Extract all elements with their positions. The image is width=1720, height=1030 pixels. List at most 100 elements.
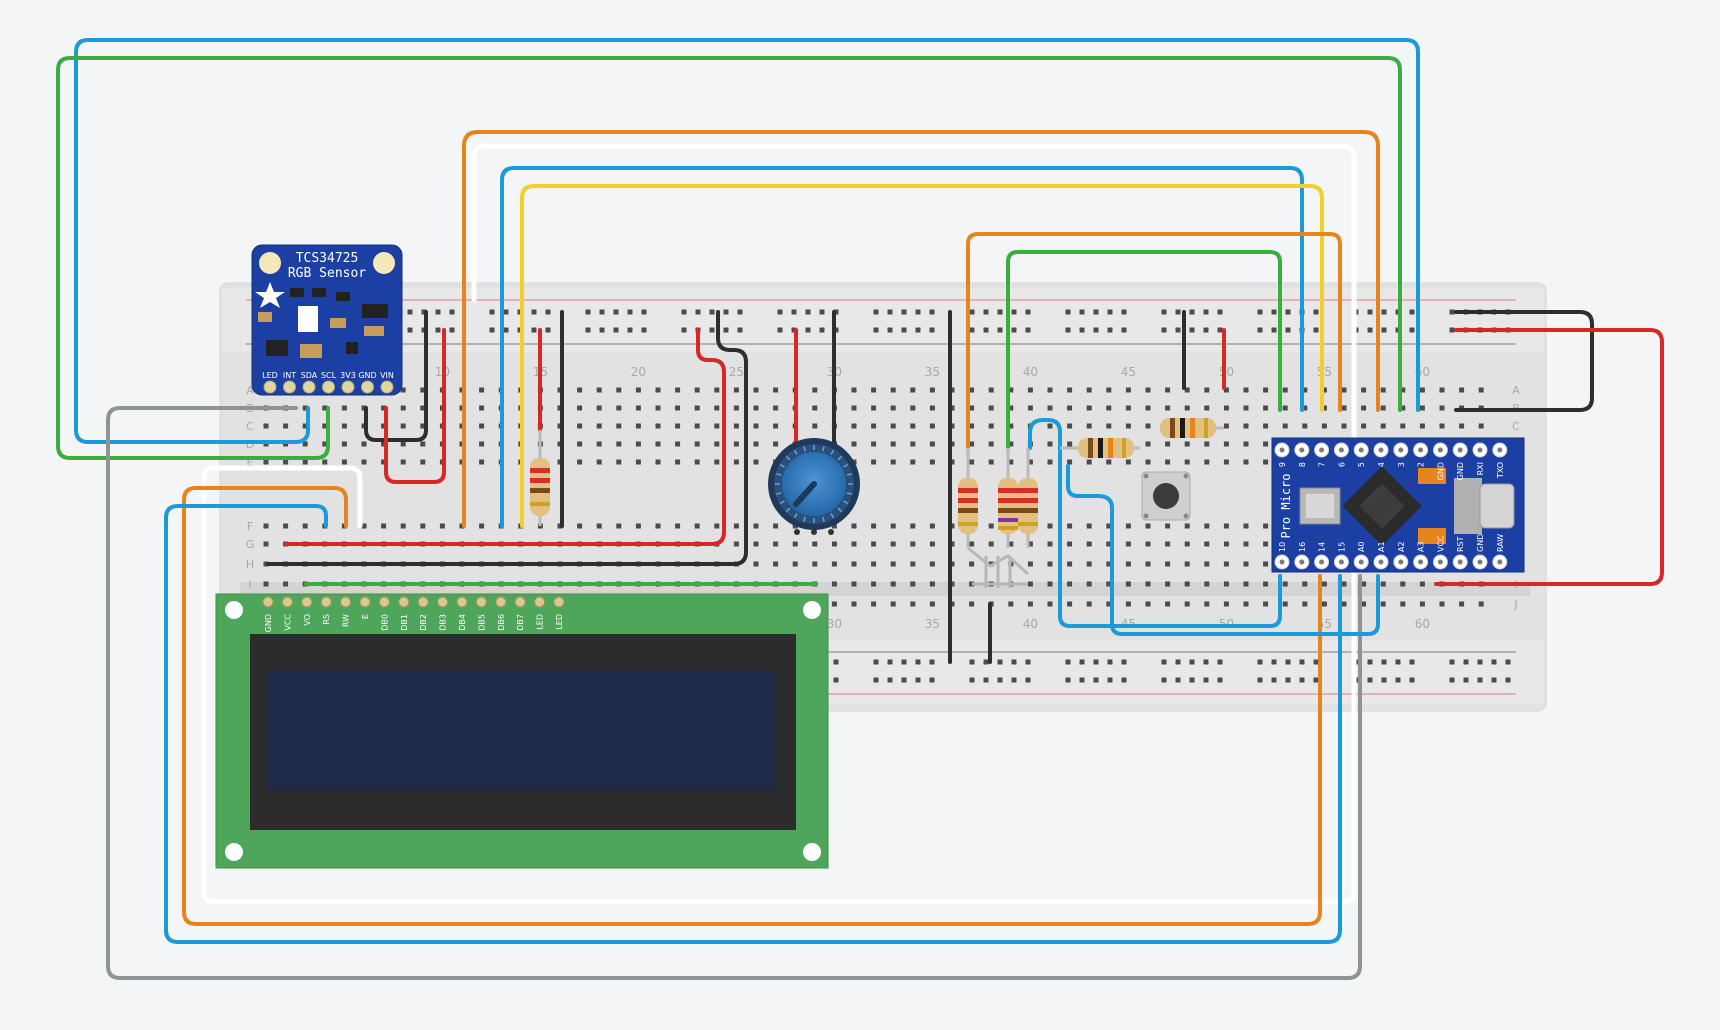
resistor-1 — [530, 430, 550, 526]
sensor-pin — [361, 380, 374, 394]
wires — [56, 38, 1664, 980]
pro-micro-pin-label: VCC — [1436, 535, 1445, 552]
lcd-pin-label: DB4 — [458, 614, 467, 631]
sensor-title-line2: RGB Sensor — [288, 266, 366, 281]
wire-black-h-row — [266, 310, 748, 566]
sensor-pin-label: 3V3 — [340, 371, 356, 380]
pro-micro-pin-label: A0 — [1357, 541, 1366, 552]
pro-micro-pin-label: GND — [1476, 534, 1485, 552]
lcd-pin-label: RS — [322, 614, 331, 625]
pro-micro-pin-label: A2 — [1397, 541, 1406, 552]
lcd-pin — [359, 596, 371, 608]
column-number-top: 20 — [631, 365, 646, 379]
pro-micro-pin-label: A1 — [1377, 541, 1386, 552]
column-number-top: 45 — [1121, 365, 1136, 379]
row-letter-left: H — [246, 558, 254, 571]
pro-micro-pin-label: 6 — [1337, 462, 1346, 467]
usb-port — [1479, 483, 1515, 529]
lcd-pin — [320, 596, 332, 608]
lcd-pin — [475, 596, 487, 608]
row-letter-left: A — [246, 384, 254, 397]
row-letter-left: D — [246, 438, 254, 451]
wire-blue-button-2 — [1066, 464, 1380, 636]
pro-micro-pin-label: RAW — [1496, 534, 1505, 552]
pro-micro-pin-label: 7 — [1318, 462, 1327, 467]
resistor-5 — [1060, 438, 1140, 458]
wire-red-sensor — [384, 328, 446, 484]
column-number-bottom: 30 — [827, 617, 842, 631]
lcd-pin-label: VO — [303, 614, 312, 626]
column-number-bottom: 40 — [1023, 617, 1038, 631]
resistor-4 — [1018, 448, 1038, 548]
potentiometer[interactable] — [768, 438, 860, 535]
pro-micro-pin-label: A3 — [1417, 541, 1426, 552]
wire-gray-outer — [106, 406, 1362, 980]
lcd-pin — [437, 596, 449, 608]
lcd-pin-label: DB2 — [419, 614, 428, 631]
sensor-pin — [341, 380, 355, 394]
sensor-pin-label: GND — [358, 371, 376, 380]
wire-orange-lcd — [182, 486, 1322, 926]
pro-micro-pin-label: GND — [1456, 462, 1465, 480]
wire-black-right — [1454, 310, 1594, 412]
pro-micro-pin-label: 2 — [1417, 462, 1426, 467]
resistor-2 — [958, 448, 978, 548]
row-letter-left: F — [247, 520, 253, 533]
pro-micro-pin-label: RST — [1456, 536, 1465, 552]
pro-micro-pin-label: 16 — [1298, 542, 1307, 552]
lcd-screen — [268, 670, 776, 790]
sensor-pin-label: SCL — [321, 371, 337, 380]
sensor-pin — [380, 380, 394, 394]
column-number-top: 55 — [1317, 365, 1332, 379]
push-button[interactable] — [1141, 471, 1191, 521]
pro-micro-pin-label: RXI — [1476, 462, 1485, 475]
column-number-bottom: 35 — [925, 617, 940, 631]
lcd-pin-label: LED — [536, 614, 545, 630]
sensor-pin — [283, 380, 296, 394]
column-number-top: 35 — [925, 365, 940, 379]
wire-red-g-row — [284, 328, 726, 546]
wire-orange-top — [462, 130, 1380, 528]
lcd-pin — [456, 596, 468, 608]
sensor-pin — [322, 380, 335, 394]
wire-white-outer — [201, 143, 1357, 905]
resistor-6 — [1160, 418, 1224, 438]
pro-micro-pin-label: 4 — [1377, 462, 1386, 467]
sensor-pin — [263, 380, 277, 394]
lcd-pin — [281, 596, 293, 608]
lcd-pin — [262, 596, 274, 608]
lcd-pin-label: DB7 — [516, 614, 525, 631]
lcd-pin-label: RW — [342, 614, 351, 627]
lcd-pin — [553, 596, 565, 608]
lcd-pin — [534, 596, 546, 608]
pro-micro-pin-label: 14 — [1318, 542, 1327, 552]
row-letter-left: G — [246, 538, 255, 551]
sensor-pin-label: INT — [283, 371, 296, 380]
lcd-pin — [340, 596, 352, 608]
wire-green-outer — [56, 56, 1402, 460]
lcd-pin-label: LED — [555, 614, 564, 630]
wire-blue-top — [500, 166, 1304, 528]
pro-micro-pin-label: 8 — [1298, 462, 1307, 467]
star-icon — [255, 282, 285, 308]
wire-blue-button-1 — [1028, 418, 1282, 628]
wire-black-sensor — [364, 310, 428, 442]
row-letter-left: I — [248, 578, 251, 591]
lcd-pin-label: VCC — [283, 614, 292, 631]
column-number-top: 25 — [729, 365, 744, 379]
lcd-pin-label: DB1 — [400, 614, 409, 631]
lcd-pin — [301, 596, 313, 608]
row-letter-left: E — [247, 456, 254, 469]
lcd-pin-label: DB3 — [439, 614, 448, 631]
wire-blue-outer — [74, 38, 1420, 444]
pro-micro-pin-label: GND — [1436, 462, 1445, 480]
row-letter-right: J — [1513, 598, 1517, 611]
sensor-title-line1: TCS34725 — [296, 251, 359, 266]
rgb-led — [967, 546, 1030, 588]
wire-green-mid — [1006, 250, 1282, 450]
column-number-top: 40 — [1023, 365, 1038, 379]
column-number-top: 50 — [1219, 365, 1234, 379]
lcd-pin — [378, 596, 390, 608]
row-letter-left: C — [246, 420, 254, 433]
